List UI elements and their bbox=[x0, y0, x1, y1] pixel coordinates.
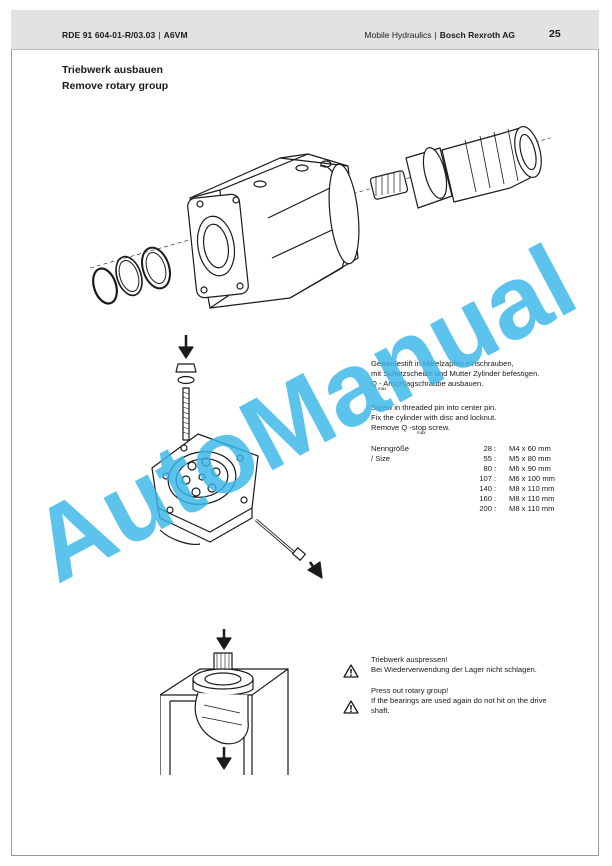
page-number: 25 bbox=[549, 28, 561, 40]
size-spec: M8 x 110 mm bbox=[509, 484, 555, 493]
step3-de-line: Triebwerk auspressen! bbox=[371, 655, 448, 664]
warning-triangle-icon bbox=[343, 700, 359, 714]
step3-en-line: shaft. bbox=[371, 706, 390, 715]
step3-en-line: If the bearings are used again do not hi… bbox=[371, 696, 547, 705]
size-colon: : bbox=[494, 504, 497, 513]
header-separator: | bbox=[158, 30, 161, 40]
section-title-de: Triebwerk ausbauen bbox=[62, 64, 163, 76]
division-name: Mobile Hydraulics bbox=[364, 30, 432, 40]
size-spec: M6 x 100 mm bbox=[509, 474, 555, 483]
size-value: 28 bbox=[483, 444, 492, 453]
qmax-subscript-en: max bbox=[417, 430, 426, 435]
size-colon: : bbox=[494, 444, 497, 453]
header-company: Mobile Hydraulics|Bosch Rexroth AG bbox=[364, 30, 515, 40]
step3-en-line: Press out rotary group! bbox=[371, 686, 449, 695]
size-row: 140: M8 x 110 mm bbox=[460, 484, 570, 494]
step2-de-line: Gewindestift in Mittelzapfen einschraube… bbox=[371, 359, 514, 368]
size-value: 140 bbox=[479, 484, 492, 493]
size-value: 107 bbox=[479, 474, 492, 483]
size-spec: M5 x 80 mm bbox=[509, 454, 551, 463]
qmax-subscript: max bbox=[378, 386, 387, 391]
size-row: 55: M5 x 80 mm bbox=[460, 454, 570, 464]
size-spec: M4 x 60 mm bbox=[509, 444, 551, 453]
document-id: RDE 91 604-01-R/03.03|A6VM bbox=[62, 30, 188, 40]
threaded-pin-illustration bbox=[151, 335, 323, 579]
step2-en-line: Screw in threaded pin into center pin. bbox=[371, 403, 497, 412]
size-value: 160 bbox=[479, 494, 492, 503]
doc-number: RDE 91 604-01-R/03.03 bbox=[62, 30, 156, 40]
size-row: 28: M4 x 60 mm bbox=[460, 444, 570, 454]
size-label: Nenngröße / Size bbox=[371, 444, 409, 463]
size-colon: : bbox=[494, 474, 497, 483]
size-row: 107: M6 x 100 mm bbox=[460, 474, 570, 484]
section-title-en: Remove rotary group bbox=[62, 80, 169, 92]
step2-en-line: Remove Q -stop screw. bbox=[371, 423, 450, 432]
warning-triangle-icon bbox=[343, 664, 359, 678]
header-separator-2: | bbox=[434, 30, 437, 40]
spacer bbox=[371, 675, 547, 686]
size-value: 200 bbox=[479, 504, 492, 513]
size-colon: : bbox=[494, 494, 497, 503]
size-spec: M8 x 110 mm bbox=[509, 494, 555, 503]
step3-de-line: Bei Wiederverwendung der Lager nicht sch… bbox=[371, 665, 537, 674]
size-colon: : bbox=[494, 484, 497, 493]
step2-de-line: mit Schutzscheibe und Mutter Zylinder be… bbox=[371, 369, 540, 378]
step2-de-line: Q - Anschlagschraube ausbauen. bbox=[371, 379, 484, 388]
step2-en-line: Fix the cylinder with disc and locknut. bbox=[371, 413, 497, 422]
exploded-motor-illustration bbox=[89, 126, 551, 309]
size-row: 160: M8 x 110 mm bbox=[460, 494, 570, 504]
company-name: Bosch Rexroth AG bbox=[439, 30, 515, 40]
size-colon: : bbox=[494, 454, 497, 463]
press-out-illustration bbox=[160, 629, 289, 775]
size-value: 55 bbox=[483, 454, 492, 463]
step2-de-line-3: Q - Anschlagschraube ausbauen.max bbox=[371, 379, 539, 391]
size-spec: M8 x 110 mm bbox=[509, 504, 555, 513]
model-name: A6VM bbox=[163, 30, 188, 40]
step3-text: Triebwerk auspressen! Bei Wiederverwendu… bbox=[371, 655, 547, 716]
step2-text-de: Gewindestift in Mittelzapfen einschraube… bbox=[371, 359, 540, 391]
size-colon: : bbox=[494, 464, 497, 473]
size-row: 80: M6 x 90 mm bbox=[460, 464, 570, 474]
size-spec: M6 x 90 mm bbox=[509, 464, 551, 473]
step2-en-line-3: Remove Q -stop screw.max bbox=[371, 423, 496, 435]
step2-text-en: Screw in threaded pin into center pin. F… bbox=[371, 403, 497, 435]
size-value: 80 bbox=[483, 464, 492, 473]
size-row: 200: M8 x 110 mm bbox=[460, 504, 570, 514]
page-header bbox=[11, 10, 599, 50]
